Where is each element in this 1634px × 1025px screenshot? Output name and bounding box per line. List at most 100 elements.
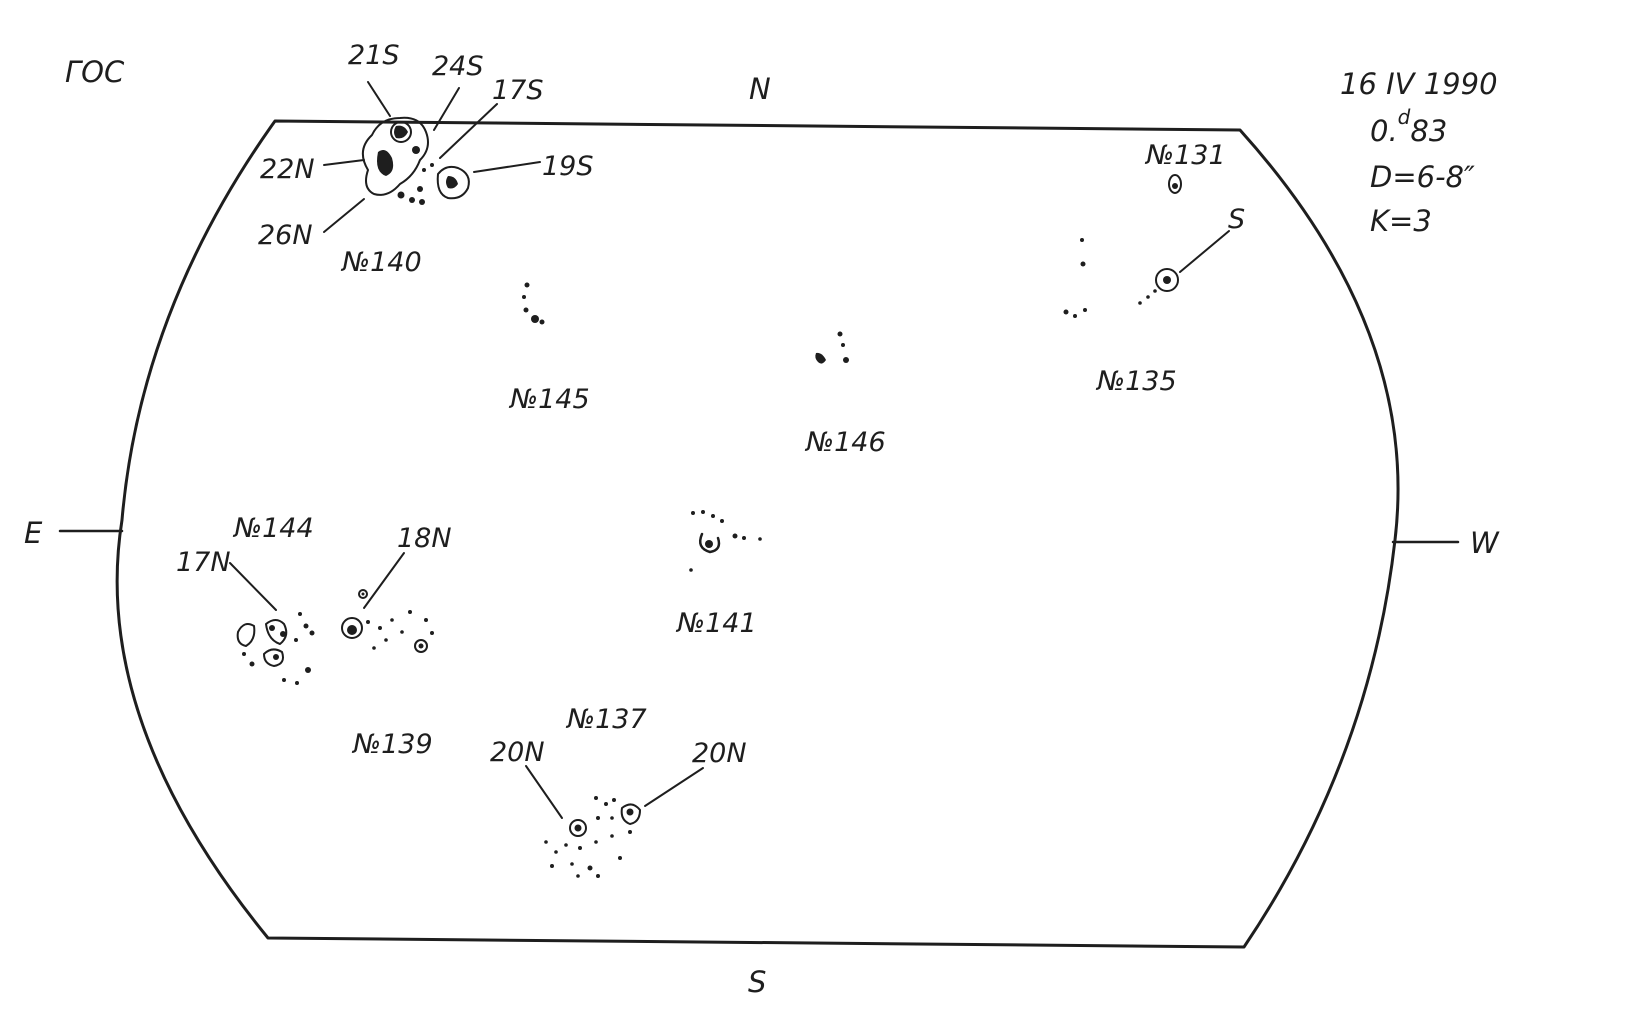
time-fraction: 83 bbox=[1410, 114, 1447, 148]
polarity-label-17n: 17N bbox=[176, 547, 231, 578]
spot-139-i bbox=[372, 646, 376, 650]
leader-20n-left bbox=[525, 765, 563, 819]
spot-137-h bbox=[594, 840, 598, 844]
group-label-146: №146 bbox=[804, 427, 886, 458]
spot-137-e bbox=[610, 816, 614, 820]
penumbra-140-west bbox=[436, 165, 470, 200]
spot-145-a bbox=[524, 282, 530, 288]
penumbra-139-west bbox=[414, 639, 428, 653]
spot-139-f bbox=[408, 610, 412, 614]
south-label: S bbox=[748, 965, 766, 999]
umbra-137-lead bbox=[574, 824, 582, 832]
date-label: 16 IV 1990 bbox=[1340, 67, 1498, 101]
umbra-139-west bbox=[418, 643, 424, 649]
penumbra-140-main bbox=[361, 116, 429, 196]
spot-144-i bbox=[242, 652, 246, 656]
spot-137-n bbox=[587, 865, 593, 871]
leader-21s bbox=[367, 81, 391, 117]
umbra-139-north bbox=[361, 592, 365, 596]
leader-17n bbox=[229, 562, 277, 611]
polarity-label-20n-left: 20N bbox=[490, 737, 545, 768]
spot-135-g bbox=[1146, 295, 1150, 299]
sunspot-group-146 bbox=[815, 331, 849, 364]
group-label-144: №144 bbox=[232, 513, 314, 544]
group-label-141: №141 bbox=[675, 608, 757, 639]
sunspot-group-139 bbox=[341, 589, 434, 653]
spot-146-a bbox=[837, 331, 843, 337]
penumbra-137-follow bbox=[620, 803, 641, 825]
umbra-144-b bbox=[280, 631, 286, 637]
spot-139-e bbox=[400, 630, 404, 634]
umbra-131 bbox=[1172, 183, 1178, 189]
spot-137-a bbox=[594, 796, 598, 800]
spot-137-c bbox=[612, 798, 616, 802]
observatory-label: ГОС bbox=[65, 55, 125, 89]
polarity-label-21s: 21S bbox=[348, 40, 400, 71]
north-label: N bbox=[749, 72, 771, 106]
penumbra-139-lead bbox=[341, 617, 363, 639]
spot-139-b bbox=[378, 626, 382, 630]
umbra-140-e bbox=[397, 191, 405, 199]
sunspot-group-144 bbox=[236, 612, 315, 685]
umbra-140-h bbox=[417, 186, 423, 192]
seeing-label: D=6-8″ bbox=[1370, 160, 1475, 194]
polarity-label-131s: S bbox=[1228, 204, 1245, 235]
polarity-label-20n-right: 20N bbox=[692, 738, 747, 769]
leader-17s bbox=[439, 103, 498, 159]
leader-26n bbox=[323, 198, 365, 233]
leader-24s bbox=[433, 87, 460, 131]
spot-144-h bbox=[249, 661, 255, 667]
spot-145-e bbox=[539, 319, 545, 325]
spot-141-g bbox=[758, 537, 762, 541]
spot-137-l bbox=[550, 864, 554, 868]
polarity-label-22n: 22N bbox=[260, 154, 315, 185]
spot-135-d bbox=[1073, 314, 1077, 318]
penumbra-131 bbox=[1168, 174, 1182, 194]
penumbra-139-north bbox=[358, 589, 368, 599]
umbra-144-a bbox=[269, 625, 275, 631]
spot-137-m bbox=[570, 862, 574, 866]
umbra-140-c bbox=[446, 176, 458, 189]
spot-137-d bbox=[596, 816, 600, 820]
spot-139-g bbox=[424, 618, 428, 622]
time-superscript: d bbox=[1398, 105, 1411, 129]
spot-135-c bbox=[1063, 309, 1069, 315]
spot-146-c bbox=[815, 352, 826, 364]
spot-141-d bbox=[720, 519, 724, 523]
umbra-140-d bbox=[412, 146, 420, 154]
spot-137-b bbox=[604, 802, 608, 806]
spot-135-a bbox=[1080, 238, 1084, 242]
umbra-140-f bbox=[409, 197, 415, 203]
leader-lines bbox=[229, 81, 1230, 819]
spot-144-b bbox=[303, 623, 309, 629]
time-whole: 0. bbox=[1370, 114, 1398, 148]
spot-135-e bbox=[1083, 308, 1087, 312]
spot-144-f bbox=[282, 678, 286, 682]
spot-137-g bbox=[610, 834, 614, 838]
leader-22n bbox=[323, 159, 365, 166]
penumbra-140-north bbox=[390, 121, 412, 143]
umbra-137-follow bbox=[626, 808, 634, 816]
group-label-145: №145 bbox=[508, 384, 590, 415]
group-label-139: №139 bbox=[351, 729, 433, 760]
spot-144-a bbox=[298, 612, 302, 616]
spot-137-i bbox=[578, 846, 582, 850]
sunspot-group-140 bbox=[361, 116, 470, 205]
sunspot-group-135 bbox=[1063, 238, 1179, 318]
spot-139-d bbox=[384, 638, 388, 642]
sunspot-group-131 bbox=[1168, 174, 1182, 194]
east-label: E bbox=[24, 516, 43, 550]
umbra-141 bbox=[705, 540, 713, 548]
penumbra-141 bbox=[699, 532, 721, 554]
polarity-label-26n: 26N bbox=[258, 220, 313, 251]
umbra-140-g bbox=[419, 199, 425, 205]
spot-145-c bbox=[523, 307, 529, 313]
solar-disk-outline bbox=[115, 119, 1400, 949]
spot-146-b bbox=[841, 343, 845, 347]
leader-18n bbox=[363, 552, 405, 609]
spot-141-h bbox=[689, 568, 693, 572]
group-label-137: №137 bbox=[565, 704, 647, 735]
spot-135-h bbox=[1153, 289, 1157, 293]
